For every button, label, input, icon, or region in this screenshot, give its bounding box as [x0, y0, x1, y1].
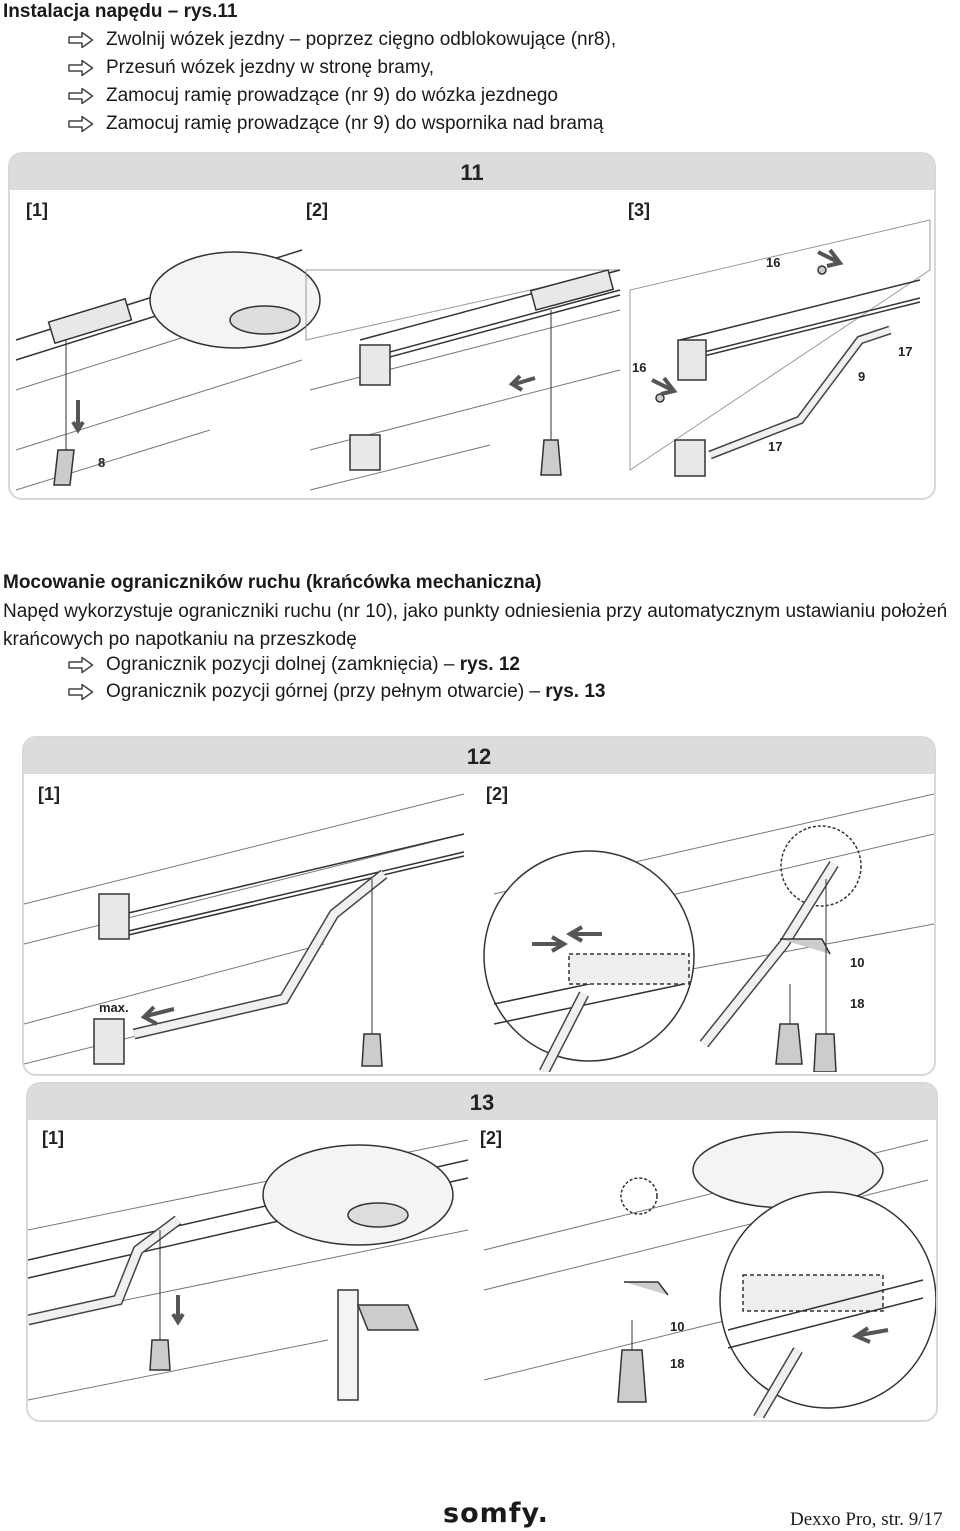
- figure-number: 12: [24, 738, 934, 774]
- page-number: Dexxo Pro, str. 9/17: [790, 1509, 943, 1530]
- list-item: Ogranicznik pozycji dolnej (zamknięcia) …: [68, 651, 606, 678]
- callout-label: 17: [898, 344, 912, 359]
- callout-label: 16: [766, 255, 780, 270]
- arrow-right-icon: [68, 31, 94, 49]
- callout-label: 18: [850, 996, 864, 1011]
- panel-3-drawing: [629, 219, 931, 477]
- panel-label: [2]: [306, 200, 328, 220]
- panel-label: [1]: [38, 784, 60, 804]
- limiter-text: Ogranicznik pozycji dolnej (zamknięcia) …: [106, 654, 460, 675]
- callout-label: 10: [670, 1319, 684, 1334]
- upper-limiter-illustration: 10 18: [28, 1131, 936, 1418]
- arrow-right-icon: [68, 87, 94, 105]
- step-text: Przesuń wózek jezdny w stronę bramy,: [106, 57, 435, 78]
- callout-label: 10: [850, 955, 864, 970]
- somfy-logo: somfy.: [443, 1498, 549, 1529]
- arrow-right-icon: [68, 656, 94, 673]
- callout-label: 8: [98, 455, 105, 470]
- arrow-right-icon: [68, 59, 94, 77]
- callout-label: 18: [670, 1356, 684, 1371]
- arrow-right-icon: [68, 683, 94, 700]
- panel-label: [1]: [26, 200, 48, 220]
- panel-label: [1]: [42, 1128, 64, 1148]
- arrow-right-icon: [68, 115, 94, 133]
- callout-label: 17: [768, 439, 782, 454]
- lower-limiter-illustration: max. 10 18: [24, 793, 934, 1072]
- section-title-installation: Instalacja napędu – rys.11: [3, 1, 238, 22]
- figure-number: 13: [28, 1084, 936, 1120]
- panel-label: [2]: [480, 1128, 502, 1148]
- step-text: Zamocuj ramię prowadzące (nr 9) do wspor…: [106, 113, 604, 134]
- list-item: Zamocuj ramię prowadzące (nr 9) do wspor…: [68, 110, 616, 138]
- step-text: Zamocuj ramię prowadzące (nr 9) do wózka…: [106, 85, 558, 106]
- list-item: Ogranicznik pozycji górnej (przy pełnym …: [68, 678, 606, 705]
- installation-steps: Zwolnij wózek jezdny – poprzez cięgno od…: [68, 26, 616, 138]
- figure-12: 12 [1] [2]: [22, 736, 936, 1076]
- figure-11: 11 [1] [2] [3] 8: [8, 152, 936, 500]
- limiter-list: Ogranicznik pozycji dolnej (zamknięcia) …: [68, 651, 606, 705]
- installation-illustration: 8 16 17 9 16 17: [15, 219, 931, 491]
- step-text: Zwolnij wózek jezdny – poprzez cięgno od…: [106, 29, 617, 50]
- section-title-limiters: Mocowanie ograniczników ruchu (krańcówka…: [3, 572, 542, 593]
- limiter-text: Ogranicznik pozycji górnej (przy pełnym …: [106, 681, 546, 702]
- figure-reference: rys. 12: [459, 654, 520, 675]
- panel-label: [2]: [486, 784, 508, 804]
- list-item: Zwolnij wózek jezdny – poprzez cięgno od…: [68, 26, 616, 54]
- callout-label: 16: [632, 360, 646, 375]
- panel-label: [3]: [628, 200, 650, 220]
- figure-reference: rys. 13: [545, 681, 606, 702]
- panel-2-drawing: [305, 269, 621, 491]
- figure-number: 11: [10, 154, 934, 190]
- max-label: max.: [99, 1000, 129, 1015]
- list-item: Zamocuj ramię prowadzące (nr 9) do wózka…: [68, 82, 616, 110]
- figure-13: 13 [1] [2] 10: [26, 1082, 938, 1422]
- callout-label: 9: [858, 369, 865, 384]
- limiters-description: Napęd wykorzystuje ograniczniki ruchu (n…: [3, 601, 948, 650]
- panel-1-drawing: [15, 249, 321, 491]
- list-item: Przesuń wózek jezdny w stronę bramy,: [68, 54, 616, 82]
